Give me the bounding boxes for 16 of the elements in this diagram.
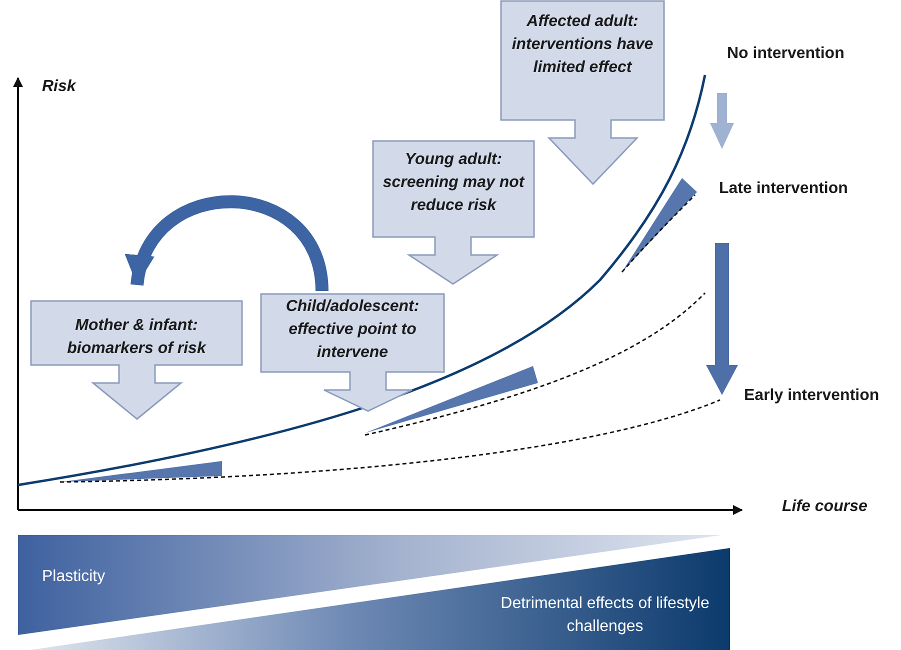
wedge-label: Plasticity (42, 567, 106, 587)
callout-text: Child/adolescent: effective point to intervene (284, 297, 420, 363)
curve-label: Late intervention (719, 180, 848, 198)
wedge-label: Detrimental effects of lifestyle challenges (500, 594, 710, 637)
callout-text: Young adult: screening may not reduce risk (382, 150, 526, 216)
curve-label: No intervention (727, 45, 844, 63)
callout-text: Affected adult: interventions have limited effect (510, 12, 654, 78)
gradient-wedge (18, 535, 722, 635)
axis-label: Life course (782, 498, 868, 516)
gradient-wedge (30, 548, 730, 650)
curve-label: Early intervention (744, 387, 880, 405)
callout-text: Mother & infant: biomarkers of risk (66, 316, 208, 359)
axis-label: Risk (42, 78, 76, 96)
callout-arrow-box (372, 140, 535, 285)
callout-arrow-box (30, 300, 243, 420)
callout-arrow-box (260, 293, 445, 412)
